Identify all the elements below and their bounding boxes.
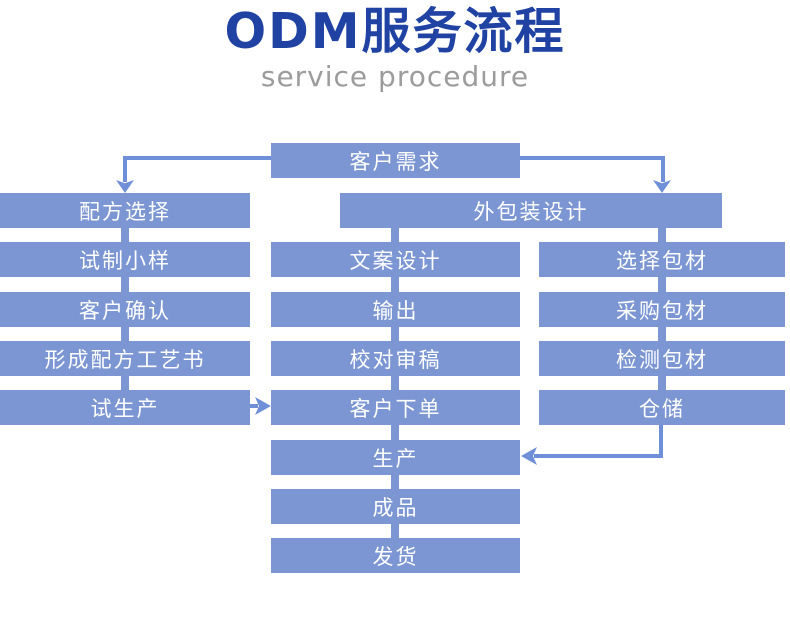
- connector-bar: [658, 375, 666, 391]
- node-trial-sample: 试制小样: [0, 242, 250, 277]
- node-select-packaging-material: 选择包材: [539, 242, 785, 277]
- node-customer-order: 客户下单: [271, 390, 520, 425]
- connector-bar: [121, 227, 129, 243]
- page-title: ODM服务流程: [224, 3, 566, 60]
- node-customer-confirmation: 客户确认: [0, 292, 250, 327]
- connector-bar: [391, 523, 399, 539]
- node-inspect-packaging-material: 检测包材: [539, 341, 785, 376]
- node-warehousing: 仓储: [539, 390, 785, 425]
- connector-line: [123, 156, 127, 182]
- connector-bar: [121, 375, 129, 391]
- connector-line: [661, 156, 665, 182]
- node-purchase-packaging-material: 采购包材: [539, 292, 785, 327]
- connector-bar: [391, 375, 399, 391]
- page-header: ODM服务流程 service procedure: [0, 0, 790, 94]
- page-subtitle: service procedure: [260, 60, 530, 93]
- node-production: 生产: [271, 440, 520, 475]
- node-formula-process-book: 形成配方工艺书: [0, 341, 250, 376]
- connector-bar: [391, 227, 399, 243]
- connector-bar: [391, 326, 399, 342]
- node-copywriting-design: 文案设计: [271, 242, 520, 277]
- connector-bar: [658, 326, 666, 342]
- node-proofread-review: 校对审稿: [271, 341, 520, 376]
- connector-bar: [658, 276, 666, 293]
- connector-bar: [391, 276, 399, 293]
- connector-line: [123, 156, 271, 160]
- node-shipment: 发货: [271, 538, 520, 573]
- connector-line: [520, 156, 665, 160]
- connector-bar: [658, 227, 666, 243]
- connector-line: [534, 454, 663, 458]
- connector-line: [250, 404, 258, 408]
- node-finished-product: 成品: [271, 489, 520, 524]
- node-formula-selection: 配方选择: [0, 193, 250, 228]
- connector-bar: [391, 474, 399, 490]
- connector-line: [659, 425, 663, 458]
- node-outer-packaging-design: 外包装设计: [340, 193, 722, 228]
- connector-bar: [391, 424, 399, 441]
- node-customer-needs: 客户需求: [271, 143, 520, 178]
- connector-bar: [121, 276, 129, 293]
- node-output: 输出: [271, 292, 520, 327]
- node-trial-production: 试生产: [0, 390, 250, 425]
- connector-bar: [121, 326, 129, 342]
